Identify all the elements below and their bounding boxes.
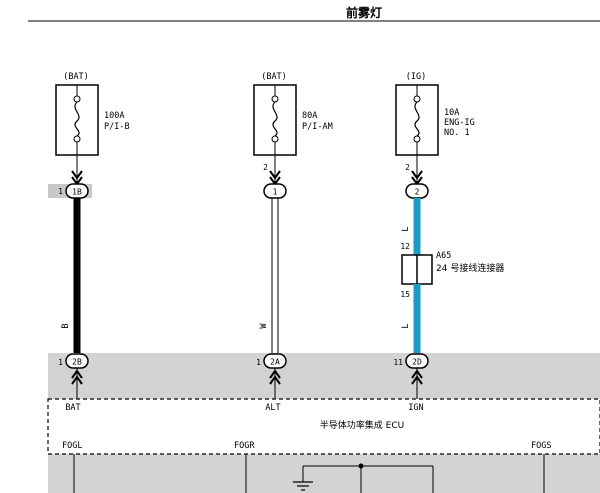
junction-id: A65 bbox=[436, 251, 451, 261]
connector-1 bbox=[263, 183, 287, 199]
ecu-output-fogl: FOGL bbox=[62, 441, 82, 451]
fuse-terminal-bottom bbox=[413, 135, 421, 143]
fuse-rating: 80A bbox=[302, 111, 317, 121]
arrow-up-icon bbox=[411, 375, 423, 385]
connector-label: 2D bbox=[412, 358, 422, 367]
ecu-pin-number: 11 bbox=[393, 358, 403, 367]
fuse-name-line2: NO. 1 bbox=[444, 128, 470, 138]
arrow-down-icon bbox=[411, 170, 423, 180]
wire-color-label: L bbox=[401, 323, 411, 328]
wire-color-label: W bbox=[259, 323, 269, 329]
junction-pin-in: 12 bbox=[400, 242, 410, 251]
ecu-output-fogr: FOGR bbox=[234, 441, 255, 451]
wire-color-label: L bbox=[401, 226, 411, 231]
junction-name: 24 号接线连接器 bbox=[436, 262, 504, 274]
ecu-terminal-bat: BAT bbox=[65, 403, 80, 413]
ecu-name: 半导体功率集成 ECU bbox=[320, 419, 404, 431]
wire-color-label: B bbox=[61, 323, 71, 328]
fuse-output-pin: 2 bbox=[263, 163, 268, 172]
fuse-terminal-top bbox=[73, 95, 81, 103]
fuse-source-label: (BAT) bbox=[261, 72, 287, 82]
fuse-name: ENG-IG bbox=[444, 118, 475, 128]
ecu-output-fogs: FOGS bbox=[531, 441, 551, 451]
ecu-terminal-alt: ALT bbox=[265, 403, 280, 413]
fuse-name: P/I-B bbox=[104, 122, 130, 132]
connector-label: 1 bbox=[273, 188, 278, 197]
fuse-terminal-bottom bbox=[271, 135, 279, 143]
arrow-down-icon bbox=[71, 170, 83, 180]
arrow-up-icon bbox=[269, 369, 281, 379]
arrow-up-icon bbox=[269, 375, 281, 385]
fuse-rating: 100A bbox=[104, 111, 124, 121]
fuse-source-label: (IG) bbox=[406, 72, 426, 82]
fuse-source-label: (BAT) bbox=[63, 72, 89, 82]
connector-pin-number: 1 bbox=[58, 187, 63, 196]
connector-label: 2A bbox=[270, 358, 280, 367]
arrow-up-icon bbox=[411, 369, 423, 379]
circuit-ig-10a: (IG) 10A ENG-IG NO. 1 2 2 L 12 A65 24 号接… bbox=[393, 72, 504, 413]
connector-label: 2 bbox=[415, 188, 420, 197]
fuse-name: P/I-AM bbox=[302, 122, 333, 132]
ecu-pin-number: 1 bbox=[58, 358, 63, 367]
circuit-bat-80a: (BAT) 80A P/I-AM 2 1 W 1 2A ALT bbox=[253, 72, 333, 413]
fuse-icon bbox=[414, 101, 420, 137]
arrow-up-icon bbox=[71, 375, 83, 385]
fuse-output-pin: 2 bbox=[405, 163, 410, 172]
fuse-rating: 10A bbox=[444, 108, 459, 118]
circuit-bat-100a: (BAT) 100A P/I-B 1 1B B 1 2B BAT bbox=[55, 72, 130, 413]
fuse-icon bbox=[74, 101, 80, 137]
ecu-pin-number: 1 bbox=[256, 358, 261, 367]
fuse-terminal-top bbox=[271, 95, 279, 103]
connector-label: 1B bbox=[72, 188, 82, 197]
arrow-down-icon bbox=[269, 170, 281, 180]
junction-pin-out: 15 bbox=[400, 290, 410, 299]
fuse-icon bbox=[272, 101, 278, 137]
connector-label: 2B bbox=[72, 358, 82, 367]
ecu-terminal-ign: IGN bbox=[408, 403, 423, 413]
diagram-title: 前雾灯 bbox=[346, 5, 382, 20]
fuse-terminal-top bbox=[413, 95, 421, 103]
ecu-box bbox=[47, 398, 600, 455]
arrow-up-icon bbox=[71, 369, 83, 379]
fuse-terminal-bottom bbox=[73, 135, 81, 143]
